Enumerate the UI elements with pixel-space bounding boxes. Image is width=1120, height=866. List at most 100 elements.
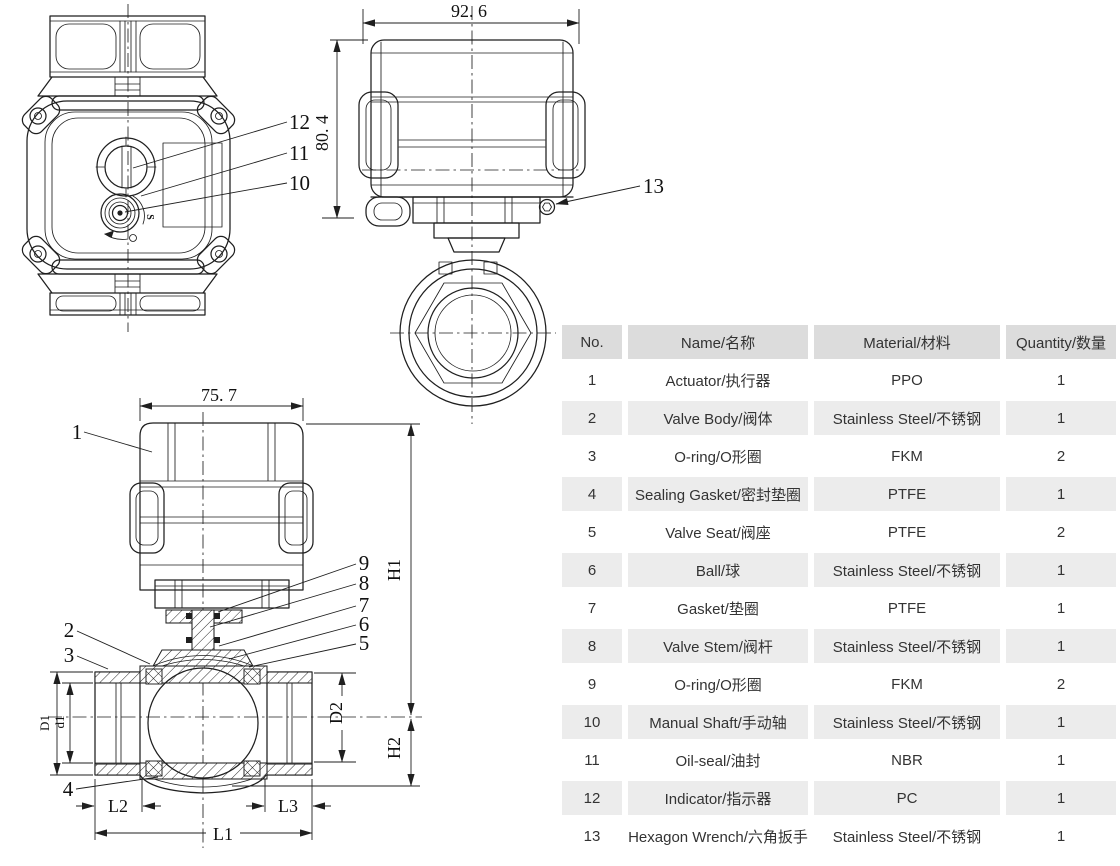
svg-text:H1: H1 [384, 559, 404, 581]
callout-12: 12 [289, 110, 310, 134]
table-cell: 3 [587, 447, 597, 465]
callout-4: 4 [63, 777, 74, 801]
table-cell: Indicator/指示器 [628, 781, 808, 815]
leader-line [75, 431, 357, 790]
table-cell: 9 [587, 675, 597, 693]
svg-text:L1: L1 [213, 824, 233, 844]
side-view: 92. 6 80. 4 [312, 1, 664, 424]
corner-lug [21, 235, 61, 275]
callout-11: 11 [289, 141, 309, 165]
valve-seat [145, 760, 163, 777]
callout-6: 6 [359, 612, 370, 636]
table-cell: 5 [587, 523, 597, 541]
table-cell: PPO [891, 371, 923, 389]
ball [147, 667, 259, 779]
actuator-housing-top: S [21, 95, 236, 275]
table-cell: 1 [1006, 477, 1116, 511]
svg-text:D1: D1 [37, 715, 52, 731]
table-cell: PTFE [887, 599, 927, 617]
manual-shaft: S [100, 193, 155, 242]
table-cell: 6 [562, 553, 622, 587]
dim-l1: L1 [94, 812, 313, 844]
corner-lug [196, 235, 236, 275]
top-pipe-end [37, 15, 218, 111]
table-cell: Valve Seat/阀座 [665, 524, 771, 542]
callout-9: 9 [359, 551, 370, 575]
svg-text:d1: d1 [52, 716, 67, 729]
label-window [162, 142, 223, 228]
svg-text:D2: D2 [326, 702, 346, 724]
table-cell: 1 [1006, 553, 1116, 587]
table-cell: 7 [587, 599, 597, 617]
svg-text:L3: L3 [278, 796, 298, 816]
table-cell: O-ring/O形圈 [674, 448, 762, 466]
bottom-pipe-end [37, 259, 218, 316]
table-cell: 2 [1056, 675, 1066, 693]
dim-d1-inner: d1 [52, 682, 93, 764]
table-cell: 8 [562, 629, 622, 663]
leader-line [555, 185, 641, 206]
table-cell: Stainless Steel/不锈钢 [814, 705, 1000, 739]
leader-line [124, 121, 288, 213]
corner-lug [21, 95, 61, 135]
dim-h2: H2 [232, 718, 420, 787]
table-cell: FKM [891, 447, 923, 465]
table-cell: 1 [1056, 751, 1066, 769]
table-row: 1 Actuator/执行器 PPO 1 [562, 363, 1116, 397]
dim-side-width: 92. 6 [362, 1, 580, 44]
table-cell: Stainless Steel/不锈钢 [814, 629, 1000, 663]
dim-front-width: 75. 7 [139, 385, 304, 421]
table-cell: Valve Stem/阀杆 [628, 629, 808, 663]
table-cell: 1 [587, 371, 597, 389]
svg-text:H2: H2 [384, 737, 404, 759]
table-cell: Gasket/垫圈 [677, 600, 759, 618]
actuator-section [129, 422, 314, 609]
table-cell: Sealing Gasket/密封垫圈 [628, 477, 808, 511]
rotation-arrow-icon [104, 230, 114, 238]
table-cell: Stainless Steel/不锈钢 [814, 553, 1000, 587]
indicator-window [95, 136, 157, 198]
s-marker: S [144, 214, 155, 220]
col-header-no: No. [562, 325, 622, 359]
table-cell: Hexagon Wrench/六角扳手 [628, 828, 808, 846]
svg-text:80. 4: 80. 4 [312, 115, 332, 151]
callout-8: 8 [359, 571, 370, 595]
table-cell: 10 [562, 705, 622, 739]
table-cell: PC [814, 781, 1000, 815]
svg-text:92. 6: 92. 6 [451, 1, 487, 21]
section-view: 75. 7 [37, 385, 422, 848]
table-cell: 1 [1056, 827, 1066, 845]
table-cell: Actuator/执行器 [665, 372, 771, 390]
valve-seat [243, 760, 261, 777]
table-cell: 1 [1006, 705, 1116, 739]
table-cell: 1 [1056, 371, 1066, 389]
table-cell: 1 [1056, 599, 1066, 617]
callout-3: 3 [64, 643, 75, 667]
callout-13: 13 [643, 174, 664, 198]
col-header-material: Material/材料 [814, 325, 1000, 359]
table-cell: PTFE [887, 523, 927, 541]
table-cell: 11 [584, 751, 600, 769]
stem-assembly [147, 609, 259, 671]
corner-lug [196, 95, 236, 135]
svg-text:L2: L2 [108, 796, 128, 816]
callout-7: 7 [359, 593, 370, 617]
table-cell: 12 [562, 781, 622, 815]
table-row: 7 Gasket/垫圈 PTFE 1 [562, 591, 1116, 625]
table-cell: FKM [891, 675, 923, 693]
top-view: S 12 11 10 [21, 4, 310, 332]
dim-l2: L2 [76, 779, 161, 816]
table-cell: 13 [583, 827, 601, 845]
